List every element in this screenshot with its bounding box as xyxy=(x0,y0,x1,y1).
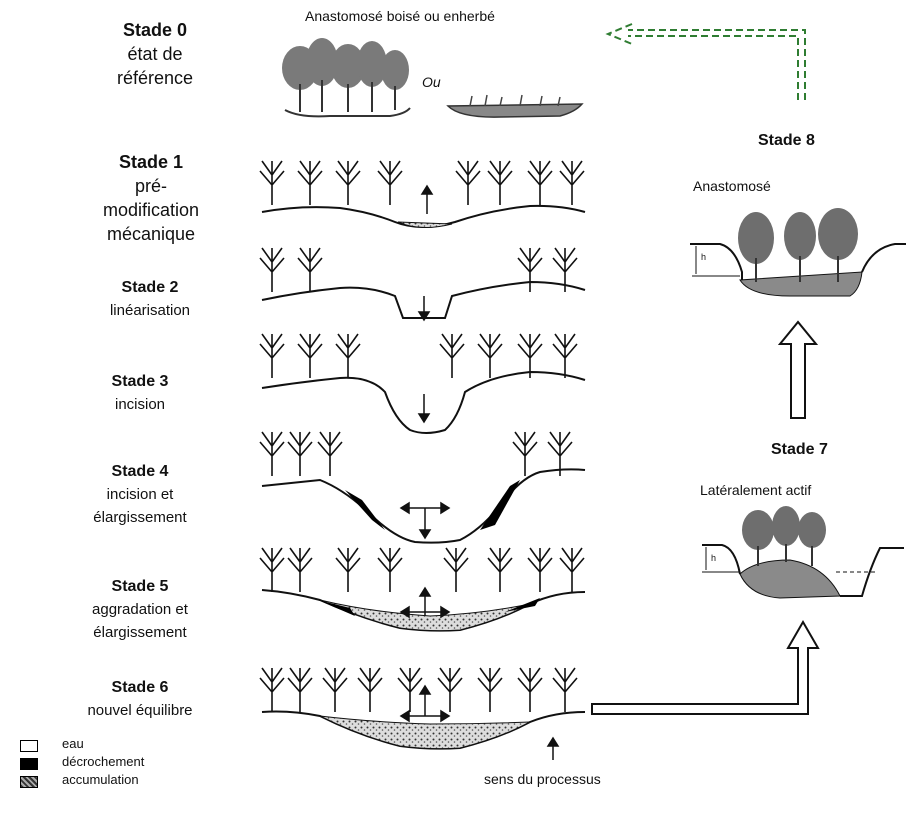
bare-tree xyxy=(287,547,313,592)
stage-3-title: Stade 3 xyxy=(111,373,169,390)
stage-4-desc-2: élargissement xyxy=(93,509,187,526)
bare-tree xyxy=(552,333,578,378)
bare-tree xyxy=(552,247,578,292)
bare-tree xyxy=(512,431,538,476)
stage-1-title: Stade 1 xyxy=(118,152,184,172)
bare-tree xyxy=(527,547,553,592)
stage-8-title: Stade 8 xyxy=(758,132,815,149)
bare-tree xyxy=(259,547,285,592)
bare-tree xyxy=(559,547,585,592)
bare-tree xyxy=(287,667,313,712)
stage-2-title: Stade 2 xyxy=(121,279,179,296)
stage-7-title: Stade 7 xyxy=(771,441,828,458)
stage-1-desc-1: pré- xyxy=(134,176,167,196)
bare-tree xyxy=(377,160,403,205)
stage-3-desc-1: incision xyxy=(114,396,166,413)
bare-tree xyxy=(259,667,285,712)
stage-1-desc-3: mécanique xyxy=(106,224,196,244)
bare-tree xyxy=(517,333,543,378)
bare-tree xyxy=(552,667,578,712)
stage-0-wooded-diagram xyxy=(282,38,411,118)
bare-tree xyxy=(259,333,285,378)
bare-tree xyxy=(335,547,361,592)
stage-3-label: Stade 3 incision xyxy=(70,370,210,416)
bare-tree xyxy=(357,667,383,712)
stage-5-desc-1: aggradation et xyxy=(92,601,188,618)
bare-tree xyxy=(443,547,469,592)
stage-0-label: Stade 0 état de référence xyxy=(90,18,220,90)
bare-tree xyxy=(559,160,585,205)
stage-6-desc-1: nouvel équilibre xyxy=(87,702,193,719)
bare-tree xyxy=(259,160,285,205)
bare-tree xyxy=(335,333,361,378)
stage-4-desc-1: incision et xyxy=(106,486,174,503)
bare-tree xyxy=(297,247,323,292)
stage-7-diagram xyxy=(702,506,904,599)
stage-0-desc-2: référence xyxy=(116,68,194,88)
bare-tree xyxy=(527,160,553,205)
bare-tree xyxy=(297,160,323,205)
bare-tree xyxy=(517,667,543,712)
stage-4-profile xyxy=(261,468,586,544)
bare-tree xyxy=(487,547,513,592)
stage-4-label: Stade 4 incision et élargissement xyxy=(70,460,210,529)
bare-tree xyxy=(455,160,481,205)
top-caption: Anastomosé boisé ou enherbé xyxy=(305,8,495,24)
process-label: sens du processus xyxy=(484,771,601,787)
legend-bank-failure-label: décrochement xyxy=(62,754,145,769)
stage-5-label: Stade 5 aggradation et élargissement xyxy=(70,575,210,644)
stage-7-h-label: h xyxy=(711,553,717,563)
bare-tree xyxy=(517,247,543,292)
bare-tree xyxy=(437,667,463,712)
legend-accumulation-label: accumulation xyxy=(62,772,139,787)
stage-2-label: Stade 2 linéarisation xyxy=(80,276,220,322)
loop-back-arrow xyxy=(605,23,806,100)
stage-5-desc-2: élargissement xyxy=(93,624,187,641)
bare-tree xyxy=(547,431,573,476)
bare-tree xyxy=(477,667,503,712)
stage-8-desc: Anastomosé xyxy=(693,178,771,194)
bare-tree xyxy=(377,547,403,592)
bare-tree xyxy=(259,431,285,476)
stage-8-diagram xyxy=(690,208,906,297)
water-swatch xyxy=(20,740,38,752)
accumulation-swatch xyxy=(20,776,38,788)
stage-8-h-label: h xyxy=(701,252,707,262)
bare-tree xyxy=(259,247,285,292)
bare-tree xyxy=(297,333,323,378)
stage-7-desc: Latéralement actif xyxy=(700,482,812,498)
or-label: Ou xyxy=(422,74,441,90)
bare-tree xyxy=(317,431,343,476)
stage-6-label: Stade 6 nouvel équilibre xyxy=(70,676,210,722)
stage-5-title: Stade 5 xyxy=(111,578,169,595)
stage-1-desc-2: modification xyxy=(102,200,200,220)
bare-tree xyxy=(487,160,513,205)
bare-tree xyxy=(322,667,348,712)
bare-tree xyxy=(477,333,503,378)
stage-6-title: Stade 6 xyxy=(111,679,169,696)
bare-tree xyxy=(335,160,361,205)
stage-0-grass-diagram xyxy=(446,94,584,118)
stage-0-title: Stade 0 xyxy=(122,20,188,40)
stage-4-title: Stade 4 xyxy=(111,463,169,480)
stage-2-desc-1: linéarisation xyxy=(109,302,191,319)
stage-0-desc-1: état de xyxy=(127,44,183,64)
stage-6-to-7-arrow xyxy=(591,619,820,715)
stage-7-to-8-arrow xyxy=(777,320,819,419)
stage-3-profile xyxy=(261,370,586,434)
bare-tree xyxy=(397,667,423,712)
stage-1-label: Stade 1 pré- modification mécanique xyxy=(86,150,216,246)
bare-tree xyxy=(287,431,313,476)
bank-failure-swatch xyxy=(20,758,38,770)
legend-water-label: eau xyxy=(62,736,84,751)
bare-tree xyxy=(439,333,465,378)
